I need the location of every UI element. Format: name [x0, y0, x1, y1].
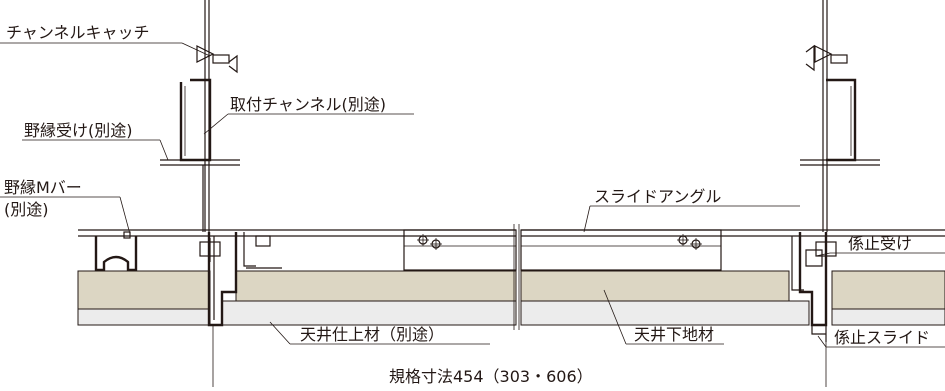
hatch-finish-left — [221, 300, 517, 326]
label-slide-angle: スライドアングル — [594, 187, 721, 206]
slide-angle-bracket — [403, 229, 722, 271]
label-kakari-uke: 係止受け — [848, 234, 912, 253]
left-frame-edge — [207, 232, 238, 327]
label-dimension: 規格寸法454（303・606） — [389, 367, 593, 386]
hatch-board-left — [235, 270, 517, 302]
dimension-line — [212, 325, 827, 387]
label-kakari-slide: 係止スライド — [834, 328, 930, 347]
wing-nut-icon — [196, 45, 215, 63]
leader-lines — [0, 42, 945, 348]
label-nobuchi-uke: 野縁受け(別途) — [24, 121, 133, 140]
right-ceiling-board — [831, 270, 945, 310]
hatch-finish-right — [520, 300, 810, 326]
right-ceiling-finish — [831, 308, 945, 326]
hatch-board-right — [520, 270, 790, 302]
label-mounting-channel: 取付チャンネル(別途) — [230, 95, 386, 114]
ceiling-board-layer — [77, 270, 945, 326]
label-nobuchi-m-bar-note: (別途) — [4, 200, 49, 219]
label-ceiling-finish: 天井仕上材（別途） — [300, 325, 444, 344]
label-channel-catch: チャンネルキャッチ — [6, 23, 150, 42]
left-ceiling-finish — [77, 308, 211, 326]
right-hanger-assembly — [791, 0, 880, 342]
nobuchi-m-bar-profile — [94, 236, 138, 272]
label-ceiling-base: 天井下地材 — [634, 325, 714, 344]
left-hanger-assembly — [94, 0, 282, 327]
right-wing-nut-icon — [814, 45, 833, 63]
screw-icon — [417, 234, 702, 250]
left-ceiling-board — [77, 270, 211, 310]
label-nobuchi-m-bar: 野縁Mバー — [4, 178, 82, 197]
